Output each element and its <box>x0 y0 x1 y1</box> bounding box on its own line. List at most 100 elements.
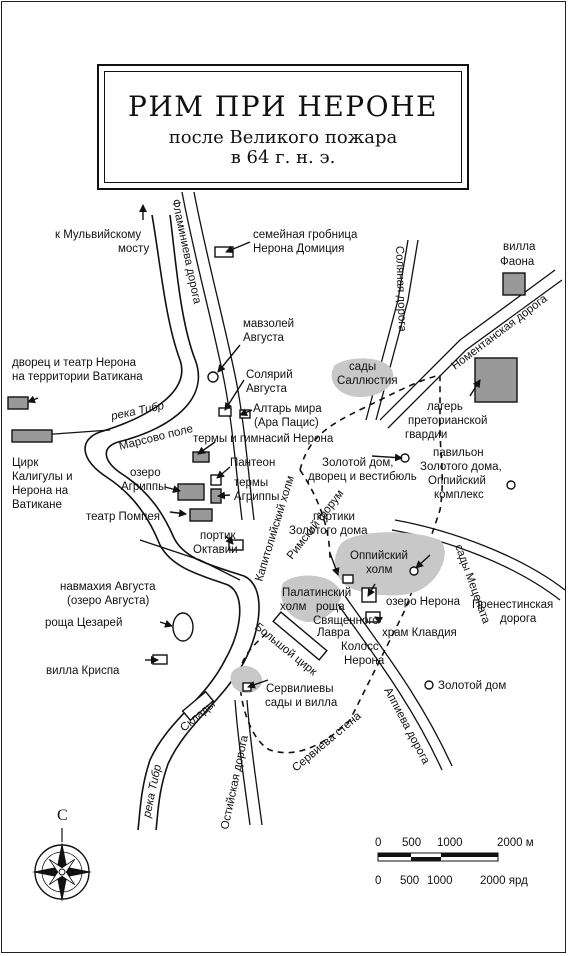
label-ara-pacis-1: Алтарь мира <box>253 403 322 415</box>
label-mausoleum-2: Августа <box>243 332 284 344</box>
scale-y-0: 0 <box>375 875 381 887</box>
label-family-tomb-1: семейная гробница <box>253 229 358 241</box>
title-inner-border: РИМ ПРИ НЕРОНЕ после Великого пожара в 6… <box>104 71 462 183</box>
label-naumachia-1: навмахия Августа <box>60 581 156 593</box>
title-cartouche: РИМ ПРИ НЕРОНЕ после Великого пожара в 6… <box>97 64 469 190</box>
map-year: в 64 г. н. э. <box>230 147 336 168</box>
label-camp-praetorian-3: гвардии <box>405 429 447 441</box>
scale-y-1000: 1000 <box>427 875 453 887</box>
label-porticos-1: портики <box>313 511 355 523</box>
scale-m-1000: 1000 <box>437 837 463 849</box>
naumachia-building <box>172 612 194 642</box>
scale-m-500: 500 <box>402 837 421 849</box>
family-tomb-building <box>214 246 234 258</box>
label-golden-house-vestibule-1: Золотой дом, <box>322 457 393 469</box>
label-servilian-1: Сервилиевы <box>266 683 334 695</box>
scale-m-0: 0 <box>375 837 381 849</box>
label-portico-octavia-2: Октавии <box>193 544 238 556</box>
map-labels: к Мульвийскому мосту семейная гробница Н… <box>12 198 553 830</box>
label-palatine-1: Палатинский <box>282 587 351 599</box>
baths-nero-building <box>192 451 210 463</box>
golden-house-marker-1 <box>400 453 410 463</box>
label-colossus-2: Нерона <box>344 655 385 667</box>
label-temple-claudius: храм Клавдия <box>382 627 457 639</box>
label-mulvian-1: к Мульвийскому <box>55 229 141 241</box>
label-mulvian-2: мосту <box>118 243 149 255</box>
label-family-tomb-2: Нерона Домиция <box>253 243 344 255</box>
label-pantheon: Пантеон <box>230 457 275 469</box>
label-sacred-grove-3: Лавра <box>317 627 350 639</box>
roads <box>39 191 566 826</box>
pointer-arrows <box>27 204 481 689</box>
label-circus-caligula-2: Калигулы и <box>12 471 73 483</box>
label-maecenas: сады Мецената <box>452 543 492 626</box>
compass-rose: С <box>32 807 92 902</box>
label-villa-phaon-1: вилла <box>503 241 536 253</box>
porticos-building <box>342 574 354 584</box>
label-palace-vatican-2: на территории Ватикана <box>12 371 143 383</box>
mausoleum-building <box>207 371 219 383</box>
hills <box>230 358 445 694</box>
compass-north-label: С <box>57 807 68 824</box>
label-servian-wall: Сервиева стена <box>290 710 364 775</box>
portico-octavia-building <box>228 539 244 551</box>
label-camp-praetorian-2: преторианской <box>408 415 487 427</box>
label-porticos-2: Золотого дома <box>289 525 368 537</box>
label-solarium-1: Солярий <box>246 369 293 381</box>
warehouses-building <box>181 690 215 722</box>
villa-phaon-building <box>502 272 526 296</box>
scale-y-2000: 2000 ярд <box>480 875 528 887</box>
label-baths-agrippa-2: Агриппы <box>234 491 279 503</box>
buildings <box>7 246 526 722</box>
label-gardens-sallust-1: сады <box>349 361 376 373</box>
scale-y-500: 500 <box>400 875 419 887</box>
label-solarium-2: Августа <box>246 383 287 395</box>
label-mausoleum-1: мавзолей <box>243 318 294 330</box>
label-naumachia-2: (озеро Августа) <box>67 595 150 607</box>
scale-bar-seg-2 <box>411 857 441 861</box>
scale-bar-seg-3 <box>441 853 498 857</box>
label-ara-pacis-2: (Ара Пацис) <box>254 417 319 429</box>
label-river-tiber-1: река Тибр <box>109 400 166 423</box>
label-oppian-1: Оппийский <box>350 550 408 562</box>
label-pavilion-4: комплекс <box>434 489 484 501</box>
pantheon-building <box>210 474 222 486</box>
label-golden-house: Золотой дом <box>438 680 506 692</box>
label-circus-caligula-3: Нерона на <box>12 485 69 497</box>
scale-bar: 0 500 1000 2000 м 0 500 1000 2000 ярд <box>375 837 534 887</box>
label-camp-praetorian-1: лагерь <box>427 401 463 413</box>
label-palatine-2: холм <box>280 601 306 613</box>
label-villa-phaon-2: Фаона <box>500 256 535 268</box>
label-servilian-2: сады и вилла <box>265 697 338 709</box>
golden-house-marker-2 <box>506 480 516 490</box>
label-pavilion-2: Золотого дома, <box>420 461 502 473</box>
label-ostiensis: Остийская дорога <box>219 734 251 831</box>
label-portico-octavia-1: портик <box>200 530 236 542</box>
golden-house-marker-3 <box>409 566 419 576</box>
label-oppian-2: холм <box>366 564 392 576</box>
label-baths-nero: термы и гимнасий Нерона <box>193 433 334 445</box>
vatican-palace-building <box>7 396 29 410</box>
label-campus-martius: Марсово поле <box>118 423 194 453</box>
label-grove-caesars: роща Цезарей <box>45 617 122 629</box>
hill-oppian <box>334 532 445 596</box>
river-tiber <box>84 214 260 831</box>
label-praenestina-1: Пренестинская <box>472 599 553 611</box>
map-title: РИМ ПРИ НЕРОНЕ <box>128 90 438 123</box>
servian-wall <box>239 373 444 754</box>
circus-caligula-building <box>11 429 53 443</box>
map-subtitle: после Великого пожара <box>168 127 398 148</box>
label-golden-house-vestibule-2: дворец и вестибюль <box>308 471 417 483</box>
label-lake-agrippa-1: озеро <box>130 467 161 479</box>
label-theatre-pompey: театр Помпея <box>86 511 160 523</box>
lake-agrippa-building <box>177 483 205 501</box>
label-palace-vatican-1: дворец и театр Нерона <box>12 357 137 369</box>
compass-center <box>58 868 66 876</box>
label-gardens-sallust-2: Саллюстия <box>337 375 398 387</box>
praetorian-camp-building <box>474 357 518 403</box>
golden-house-marker-4 <box>424 680 434 690</box>
label-pavilion-1: павильон <box>433 447 484 459</box>
label-appia: Аппиева дорога <box>381 686 432 767</box>
